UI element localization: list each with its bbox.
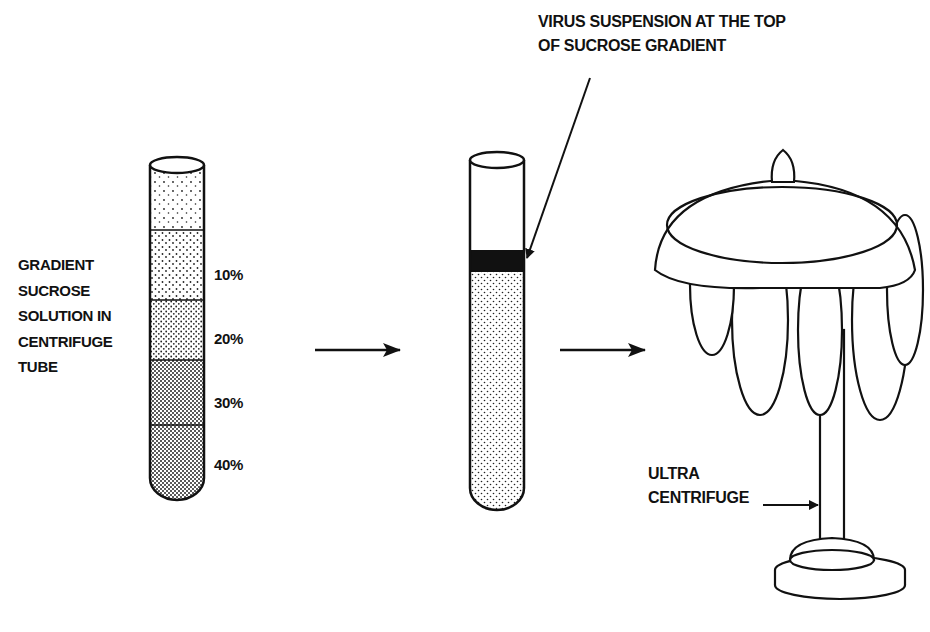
virus-band xyxy=(470,250,524,272)
process-arrow xyxy=(315,349,400,352)
gradient-tube xyxy=(150,157,204,500)
concentration-label: 10% xyxy=(214,262,274,288)
callout-text: VIRUS SUSPENSION AT THE TOP OF SUCROSE G… xyxy=(538,10,788,58)
concentration-label: 40% xyxy=(214,452,274,478)
callout-text: ULTRA CENTRIFUGE xyxy=(648,462,760,510)
concentration-label: 30% xyxy=(214,390,274,416)
tube-caption: GRADIENT SUCROSE SOLUTION IN CENTRIFUGE … xyxy=(18,252,142,380)
leader-line xyxy=(527,78,590,258)
leader-line xyxy=(763,504,818,506)
loaded-tube xyxy=(470,152,524,510)
ultracentrifuge xyxy=(655,150,923,599)
concentration-label: 20% xyxy=(214,326,274,352)
process-arrow xyxy=(560,349,645,352)
